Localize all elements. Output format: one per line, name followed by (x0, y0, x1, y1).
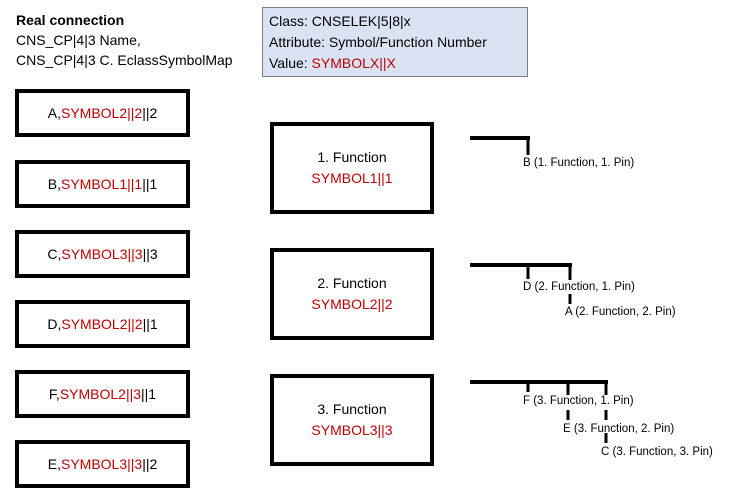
pin-suffix: ||1 (142, 176, 158, 192)
info-attribute: Attribute: Symbol/Function Number (269, 34, 487, 50)
connection-label-f: F (3. Function, 1. Pin) (523, 395, 634, 407)
header-title: Real connection (16, 12, 125, 28)
pin-symbol: SYMBOL2||3 (59, 386, 142, 402)
function-box-1: 1. Function SYMBOL1||1 (270, 122, 434, 214)
info-value: Value: SYMBOLX||X (269, 53, 521, 74)
function-title: 3. Function (317, 401, 387, 417)
info-value-prefix: Value: (269, 55, 312, 71)
pin-prefix: D, (47, 316, 62, 332)
pin-prefix: A, (47, 105, 61, 121)
function-symbol: SYMBOL2||2 (311, 296, 393, 312)
pin-symbol: SYMBOL3||3 (60, 456, 143, 472)
pin-box-a: A, SYMBOL2||2||2 (15, 89, 190, 137)
pin-suffix: ||3 (142, 246, 158, 262)
header: Real connection CNS_CP|4|3 Name, CNS_CP|… (16, 10, 233, 70)
pin-box-c: C, SYMBOL3||3||3 (15, 230, 190, 278)
header-line-2: CNS_CP|4|3 C. EclassSymbolMap (16, 52, 233, 68)
pin-suffix: ||2 (142, 456, 158, 472)
info-value-symbol: SYMBOLX||X (311, 55, 396, 71)
info-class: Class: CNSELEK|5|8|x (269, 13, 411, 29)
info-box: Class: CNSELEK|5|8|x Attribute: Symbol/F… (262, 7, 528, 77)
pin-prefix: E, (47, 456, 61, 472)
pin-box-b: B, SYMBOL1||1||1 (15, 160, 190, 208)
pin-symbol: SYMBOL1||1 (60, 176, 143, 192)
pin-prefix: B, (47, 176, 61, 192)
connection-label-e: E (3. Function, 2. Pin) (563, 423, 675, 435)
function-box-3: 3. Function SYMBOL3||3 (270, 374, 434, 466)
function-symbol: SYMBOL1||1 (311, 170, 393, 186)
connection-label-d: D (2. Function, 1. Pin) (523, 281, 635, 293)
function-title: 2. Function (317, 275, 387, 291)
function-title: 1. Function (317, 149, 387, 165)
pin-symbol: SYMBOL2||2 (60, 105, 143, 121)
pin-symbol: SYMBOL2||2 (61, 316, 143, 332)
pin-prefix: F, (48, 386, 60, 402)
function-box-2: 2. Function SYMBOL2||2 (270, 248, 434, 340)
pin-prefix: C, (47, 246, 62, 262)
connection-label-a: A (2. Function, 2. Pin) (565, 306, 676, 318)
pin-box-e: E, SYMBOL3||3||2 (15, 440, 190, 488)
pin-box-f: F, SYMBOL2||3||1 (15, 370, 190, 418)
function-symbol: SYMBOL3||3 (311, 422, 393, 438)
pin-suffix: ||1 (142, 316, 158, 332)
connection-label-b: B (1. Function, 1. Pin) (523, 157, 635, 169)
pin-box-d: D, SYMBOL2||2||1 (15, 300, 190, 348)
pin-suffix: ||2 (142, 105, 158, 121)
pin-suffix: ||1 (141, 386, 157, 402)
header-line-1: CNS_CP|4|3 Name, (16, 32, 141, 48)
pin-symbol: SYMBOL3||3 (61, 246, 143, 262)
connection-label-c: C (3. Function, 3. Pin) (601, 446, 713, 458)
